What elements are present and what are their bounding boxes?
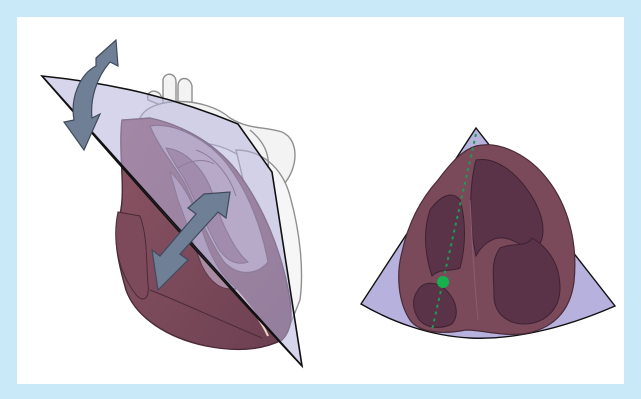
marker-dot <box>437 276 449 288</box>
heart-3d-panel <box>42 40 302 366</box>
sector-view-panel <box>361 128 615 338</box>
